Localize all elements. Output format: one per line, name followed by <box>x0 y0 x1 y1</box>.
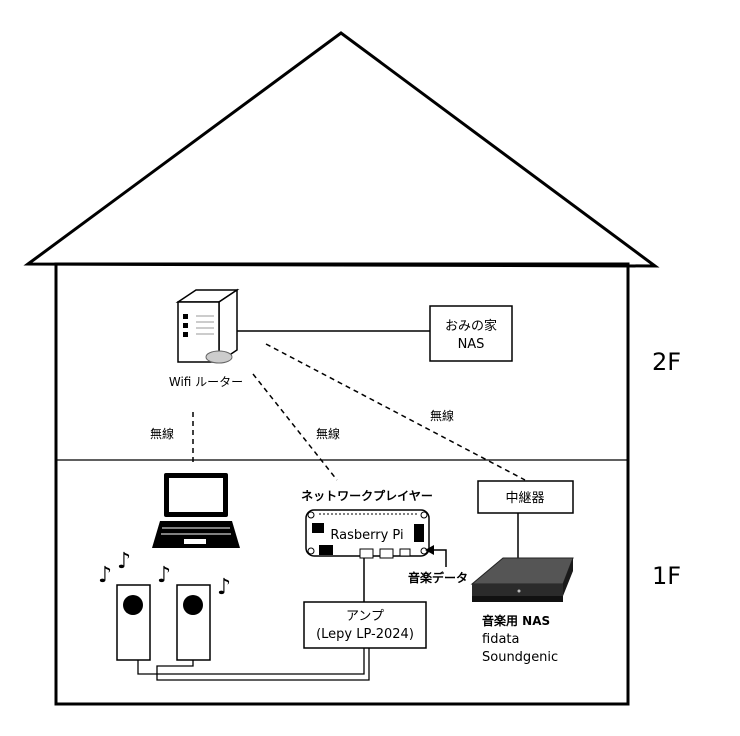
router-label: Wifi ルーター <box>169 375 243 389</box>
music-nas-label-line3: Soundgenic <box>482 650 558 665</box>
speaker-wire-left <box>137 648 365 675</box>
wireless-link-player <box>252 373 338 481</box>
repeater-label: 中継器 <box>505 491 544 506</box>
player-board-label: Rasberry Pi <box>330 528 403 543</box>
wireless-label-laptop: 無線 <box>150 426 174 441</box>
music-note-1: ♪ <box>98 563 112 588</box>
floor-label-1f: 1F <box>652 562 681 590</box>
amp-box <box>303 601 427 649</box>
music-nas-device <box>470 557 574 602</box>
house-body <box>54 262 630 706</box>
music-note-2: ♪ <box>117 549 131 574</box>
music-data-arrowhead <box>425 545 434 555</box>
music-nas-label-line1: 音楽用 NAS <box>482 613 550 628</box>
wireless-label-repeater: 無線 <box>430 408 454 423</box>
music-note-3: ♪ <box>157 563 171 588</box>
speaker-wire-right <box>156 648 370 681</box>
player-title: ネットワークプレイヤー <box>301 488 433 503</box>
music-data-arrow-line <box>433 549 447 567</box>
wireless-link-repeater <box>265 343 526 481</box>
speaker-left <box>116 584 151 661</box>
music-nas-label-line2: fidata <box>482 632 519 647</box>
omi-nas-label-line1: おみの家 <box>445 318 497 334</box>
raspberry-pi-board <box>305 509 430 559</box>
omi-nas-label-line2: NAS <box>458 337 485 352</box>
laptop-icon <box>152 473 240 548</box>
amp-label-line2: (Lepy LP-2024) <box>316 627 414 642</box>
house-roof <box>23 31 660 268</box>
floor-label-2f: 2F <box>652 348 681 376</box>
music-note-4: ♪ <box>217 575 231 600</box>
amp-label-line1: アンプ <box>346 609 384 624</box>
omi-nas-box <box>429 305 513 362</box>
music-data-label: 音楽データ <box>408 570 468 585</box>
wireless-label-player: 無線 <box>316 426 340 441</box>
speaker-right <box>176 584 211 661</box>
repeater-box <box>477 480 574 514</box>
router-icon <box>175 288 240 364</box>
